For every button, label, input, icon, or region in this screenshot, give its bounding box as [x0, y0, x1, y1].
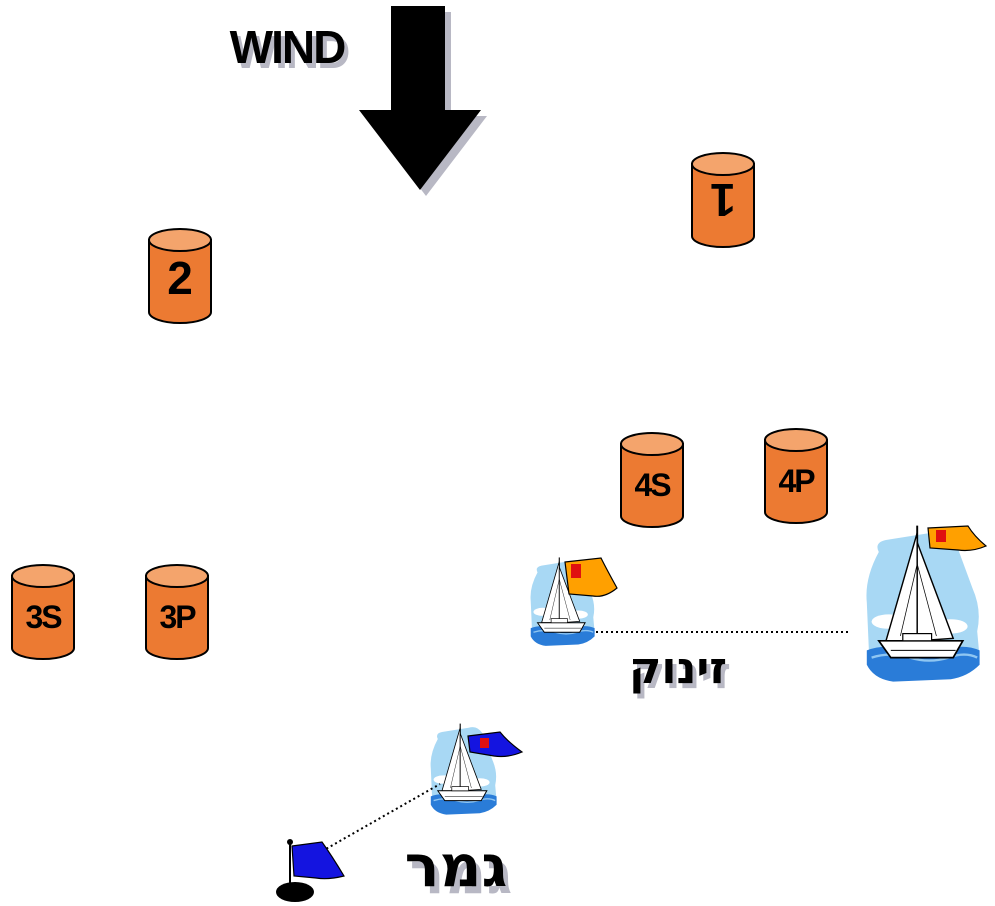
buoy-1-label: 1 [710, 174, 736, 226]
buoy-4p: 4P [764, 428, 828, 524]
buoy-2: 2 [148, 228, 212, 324]
finish-boat-flag-icon [467, 731, 524, 758]
finish-label-shadow: גמר [410, 839, 513, 906]
wind-arrow-icon [359, 6, 487, 196]
buoy-4s: 4S [620, 432, 684, 528]
wind-label-shadow: WIND [234, 26, 349, 78]
buoy-2-label: 2 [167, 252, 193, 304]
buoy-3s: 3S [11, 564, 75, 660]
finish-label: גמר [405, 832, 508, 900]
start-flag-icon [564, 557, 618, 597]
finish-mark-flag-icon [276, 839, 345, 902]
buoy-3p: 3P [145, 564, 209, 660]
buoy-4s-label: 4S [634, 467, 671, 503]
start-flag-large-icon [927, 525, 988, 552]
buoy-4p-label: 4P [778, 463, 815, 499]
buoy-3p-label: 3P [159, 599, 196, 635]
buoy-1: 1 [691, 152, 755, 248]
wind-label: WIND [230, 21, 345, 73]
start-label: זינוק [629, 643, 727, 694]
start-label-shadow: זינוק [633, 648, 731, 699]
buoy-3s-label: 3S [25, 599, 62, 635]
